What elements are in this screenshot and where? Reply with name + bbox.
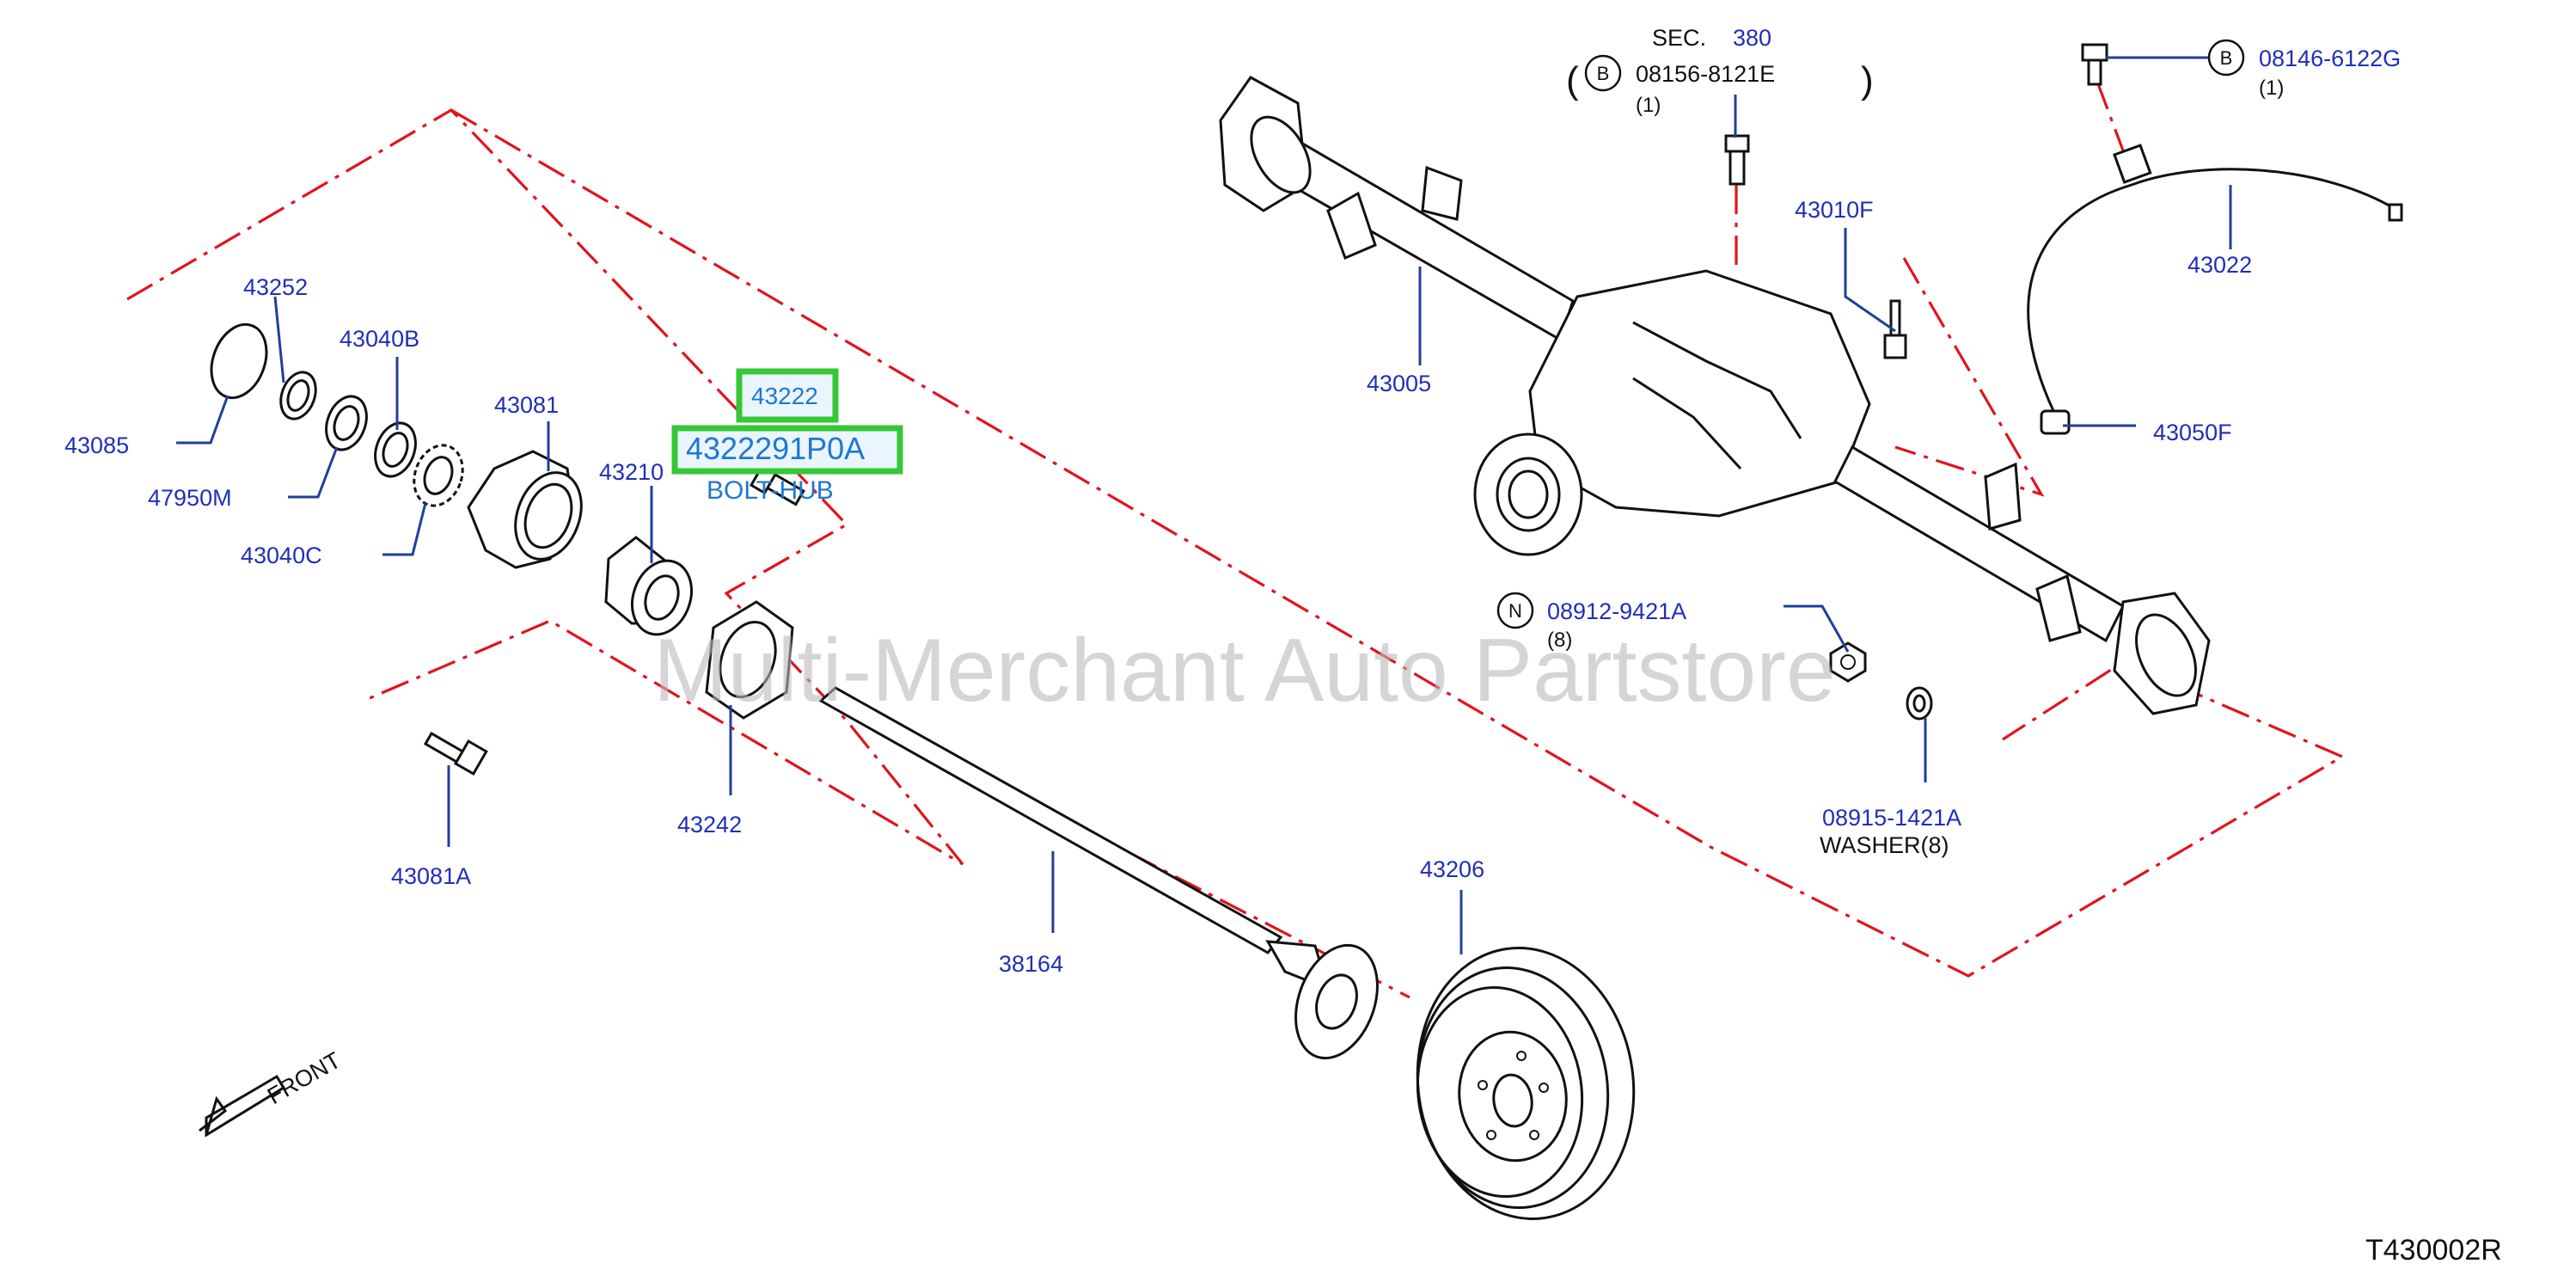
label-washer: WASHER(8) <box>1820 832 1949 858</box>
axle-shaft-38164 <box>818 686 1379 1060</box>
diagram-code: T430002R <box>2365 1234 2502 1267</box>
highlight-4322291P0A <box>671 425 903 475</box>
label-43252[interactable]: 43252 <box>243 274 308 300</box>
label-4322291P0A[interactable]: 4322291P0A <box>686 431 865 466</box>
label-43210[interactable]: 43210 <box>599 459 664 485</box>
plate-43242 <box>705 600 794 720</box>
mount-bolt-08156 <box>1724 134 1750 186</box>
callout-n-08912: N <box>1496 592 1534 629</box>
o-ring-43085 <box>210 322 268 400</box>
ring-43040B <box>374 421 417 478</box>
vent-outline <box>1894 257 2045 497</box>
label-43081[interactable]: 43081 <box>494 392 559 418</box>
label-43222[interactable]: 43222 <box>751 383 818 409</box>
bolt-43081A <box>423 731 488 776</box>
label-08156-qty: (1) <box>1636 94 1661 117</box>
label-43206[interactable]: 43206 <box>1420 856 1484 882</box>
axle-assembly-outline <box>450 108 2346 978</box>
lock-washer-43040C <box>413 444 464 507</box>
seal-43252 <box>279 371 317 420</box>
label-43085[interactable]: 43085 <box>64 432 129 458</box>
label-08156[interactable]: 08156-8121E <box>1636 61 1775 87</box>
label-sec-prefix: SEC. <box>1652 25 1706 51</box>
brake-drum-43206 <box>1416 947 1636 1220</box>
brake-bolt-outline <box>2096 81 2125 151</box>
leader-lines <box>176 56 2232 954</box>
callout-b-08156: B <box>1584 54 1622 92</box>
callout-letter: B <box>1597 63 1610 84</box>
watermark: Multi-Merchant Auto Partstore <box>653 621 1836 721</box>
axle-housing-43005 <box>1219 76 2211 715</box>
label-38164[interactable]: 38164 <box>999 951 1063 977</box>
callout-letter: B <box>2220 47 2233 69</box>
callout-b-08146: B <box>2207 39 2245 77</box>
label-bolt-hub: BOLT-HUB <box>707 476 834 505</box>
label-43040B[interactable]: 43040B <box>340 326 419 352</box>
part-labels: 43085 43252 47950M 43040B 43040C 43081 4… <box>64 25 2401 977</box>
label-43010F[interactable]: 43010F <box>1795 197 1874 223</box>
label-08915[interactable]: 08915-1421A <box>1822 805 1961 831</box>
mount-bolt-08146 <box>2081 43 2108 86</box>
label-08912[interactable]: 08912-9421A <box>1547 598 1686 624</box>
brake-hose-43022 <box>2027 144 2403 414</box>
breather-43010F <box>1883 299 1907 359</box>
label-43040C[interactable]: 43040C <box>241 543 322 568</box>
hub-housing-43081 <box>467 450 583 569</box>
label-43050F[interactable]: 43050F <box>2153 420 2232 445</box>
clip-43050F <box>2040 409 2071 435</box>
highlight-43222 <box>736 368 839 423</box>
seal-47950M <box>325 395 368 451</box>
label-sec-number[interactable]: 380 <box>1733 25 1771 51</box>
callout-letter: N <box>1508 600 1522 622</box>
label-47950M[interactable]: 47950M <box>148 485 232 511</box>
front-arrow: FRONT <box>199 1047 346 1138</box>
label-43081A[interactable]: 43081A <box>391 863 471 889</box>
label-08146-qty: (1) <box>2259 77 2284 100</box>
label-43005[interactable]: 43005 <box>1367 371 1431 396</box>
label-43022[interactable]: 43022 <box>2187 252 2252 278</box>
label-43242[interactable]: 43242 <box>677 812 742 837</box>
label-paren-close: ) <box>1861 59 1874 101</box>
label-08146[interactable]: 08146-6122G <box>2259 46 2401 71</box>
nut-08912 <box>1829 641 1867 683</box>
label-paren-open: ( <box>1566 59 1579 101</box>
bearing-43210 <box>604 536 693 636</box>
washer-08915 <box>1906 686 1933 721</box>
label-08912-qty: (8) <box>1547 629 1572 652</box>
